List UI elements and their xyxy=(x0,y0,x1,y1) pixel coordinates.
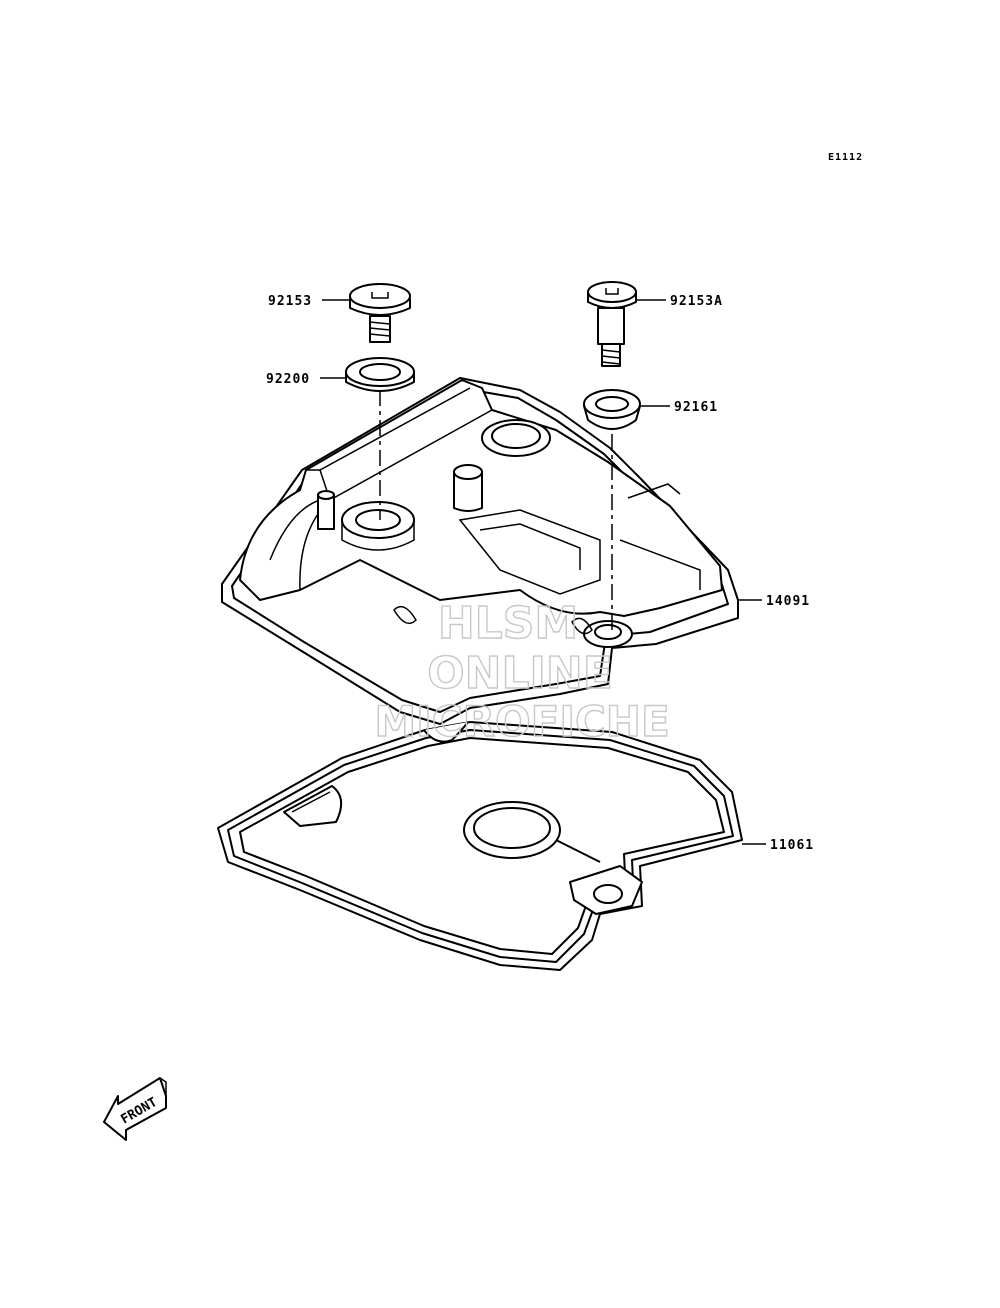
part-label-92161[interactable]: 92161 xyxy=(674,400,718,415)
bolt-92153[interactable] xyxy=(349,283,411,343)
watermark-line-2: ONLINE xyxy=(427,648,613,699)
part-label-92200[interactable]: 92200 xyxy=(266,372,310,387)
part-label-92153[interactable]: 92153 xyxy=(268,294,312,309)
part-label-11061[interactable]: 11061 xyxy=(770,838,814,853)
bolt-92153A[interactable] xyxy=(587,281,637,367)
diagram-code: E1112 xyxy=(828,152,863,163)
watermark-line-3: MICROFICHE xyxy=(374,697,669,746)
washer-92200[interactable] xyxy=(345,357,415,392)
damper-92161[interactable] xyxy=(583,389,641,430)
part-label-14091[interactable]: 14091 xyxy=(766,594,810,609)
head-cover-14091[interactable] xyxy=(221,377,739,725)
part-label-92153A[interactable]: 92153A xyxy=(670,294,723,309)
watermark-line-1: HLSM xyxy=(438,598,578,649)
watermark: HLSM ONLINE MICROFICHE xyxy=(374,597,671,746)
gasket-11061[interactable] xyxy=(217,721,743,971)
front-arrow-icon: FRONT xyxy=(103,1077,167,1141)
